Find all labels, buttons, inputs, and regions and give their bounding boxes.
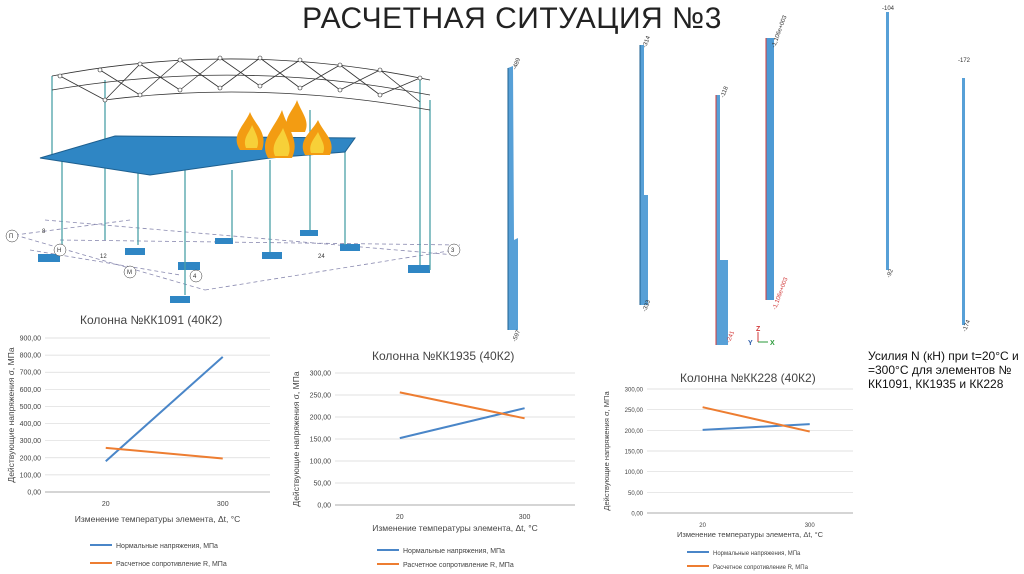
y-tick-label: 100,00 xyxy=(310,459,332,466)
grid-label: 8 xyxy=(42,229,46,235)
force-diagrams: -489 -597 -314 -333 -1,106e+003 -1,106e+… xyxy=(507,6,972,345)
y-tick-label: 200,00 xyxy=(20,455,42,462)
x-tick-label: 300 xyxy=(805,523,816,529)
y-axis-label: Действующие напряжения σ, МПа xyxy=(291,371,301,506)
y-tick-label: 250,00 xyxy=(625,408,644,414)
chart-kk1935: 0,00 50,00 100,00 150,00 200,00 250,00 300,00 2… xyxy=(291,371,575,569)
force-label: -174 xyxy=(962,319,972,333)
grid-label: 24 xyxy=(318,254,325,260)
legend-label: Нормальные напряжения, МПа xyxy=(713,551,801,557)
y-axis-label: Действующие напряжения σ, МПа xyxy=(602,391,611,511)
y-tick-label: 50,00 xyxy=(313,481,331,488)
y-tick-label: 100,00 xyxy=(625,470,644,476)
y-tick-label: 300,00 xyxy=(310,371,332,378)
y-tick-label: 0,00 xyxy=(317,503,331,510)
y-tick-label: 150,00 xyxy=(625,450,644,456)
x-axis-label: Изменение температуры элемента, Δt, °С xyxy=(372,523,538,533)
force-label: -597 xyxy=(512,329,522,343)
series-line xyxy=(702,423,810,431)
chart-kk228: 0,00 50,00 100,00 150,00 200,00 250,00 300,00 2… xyxy=(602,388,853,571)
series-line xyxy=(105,356,224,462)
series-line xyxy=(105,446,223,460)
note-line: Усилия N (кН) при t=20°С и xyxy=(868,349,1019,363)
y-tick-label: 150,00 xyxy=(310,437,332,444)
chart-kk1091: 0,00 100,00 200,00 300,00 400,00 500,00 600,00… xyxy=(6,336,270,568)
x-tick-label: 20 xyxy=(102,501,110,508)
forces-note: Усилия N (кН) при t=20°С и=300°С для эле… xyxy=(868,349,1019,391)
svg-text:Z: Z xyxy=(756,326,761,333)
y-axis-label: Действующие напряжения σ, МПа xyxy=(6,347,16,482)
legend-label: Нормальные напряжения, МПа xyxy=(116,543,218,550)
slide-title: РАСЧЕТНАЯ СИТУАЦИЯ №3 xyxy=(302,2,722,35)
y-tick-label: 700,00 xyxy=(20,370,42,377)
x-axis-label: Изменение температуры элемента, Δt, °С xyxy=(677,530,824,539)
force-label: -489 xyxy=(512,57,522,71)
y-tick-label: 800,00 xyxy=(20,353,42,360)
force-label: -1,106e+003 xyxy=(772,276,789,310)
y-tick-label: 200,00 xyxy=(625,429,644,435)
y-tick-label: 0,00 xyxy=(27,490,41,497)
roof-truss xyxy=(51,57,431,111)
x-tick-label: 20 xyxy=(396,514,404,521)
y-tick-label: 100,00 xyxy=(20,472,42,479)
chart-title: Колонна №КК228 (40К2) xyxy=(680,371,816,385)
legend-label: Расчетное сопротивление R, МПа xyxy=(713,565,809,571)
series-line xyxy=(702,406,810,433)
x-tick-label: 20 xyxy=(699,523,706,529)
force-label: -118 xyxy=(720,85,730,99)
force-label: -333 xyxy=(642,299,652,313)
x-tick-label: 300 xyxy=(519,514,531,521)
grid-label: Н xyxy=(57,248,61,254)
legend-label: Нормальные напряжения, МПа xyxy=(403,548,505,555)
grid-label: 4 xyxy=(193,274,197,280)
note-line: =300°С для элементов № xyxy=(868,363,1012,377)
svg-text:X: X xyxy=(770,340,775,345)
legend-label: Расчетное сопротивление R, МПа xyxy=(116,561,227,568)
grid-label: 12 xyxy=(100,254,107,260)
y-tick-label: 50,00 xyxy=(628,491,644,497)
y-tick-label: 400,00 xyxy=(20,421,42,428)
y-tick-label: 250,00 xyxy=(310,393,332,400)
chart-title: Колонна №КК1091 (40К2) xyxy=(80,313,223,327)
force-label: -104 xyxy=(882,6,895,12)
grid-label: 3 xyxy=(451,248,455,254)
y-tick-label: 900,00 xyxy=(20,336,42,343)
y-tick-label: 0,00 xyxy=(631,512,643,518)
note-line: КК1091, КК1935 и КК228 xyxy=(868,377,1004,391)
flame-icon xyxy=(236,100,332,158)
force-label: -314 xyxy=(642,35,652,49)
grid-label: М xyxy=(127,270,132,276)
footings xyxy=(38,230,430,303)
y-tick-label: 300,00 xyxy=(625,388,644,394)
legend-label: Расчетное сопротивление R, МПа xyxy=(403,562,514,569)
structure-model: П Н М 4 3 8 12 24 xyxy=(5,55,461,303)
y-tick-label: 600,00 xyxy=(20,387,42,394)
y-tick-label: 500,00 xyxy=(20,404,42,411)
series-line xyxy=(399,391,525,420)
x-axis-label: Изменение температуры элемента, Δt, °С xyxy=(75,514,241,524)
force-label: -241 xyxy=(726,330,736,344)
series-line xyxy=(399,407,525,440)
axes-gizmo: Z Y X xyxy=(748,326,775,345)
svg-text:Y: Y xyxy=(748,340,753,345)
grid-label: П xyxy=(9,234,13,240)
chart-title: Колонна №КК1935 (40К2) xyxy=(372,349,515,363)
y-tick-label: 300,00 xyxy=(20,438,42,445)
force-label: -92 xyxy=(886,268,895,279)
force-label: -1,106e+003 xyxy=(771,14,788,48)
x-tick-label: 300 xyxy=(217,501,229,508)
force-label: -172 xyxy=(958,58,971,64)
y-tick-label: 200,00 xyxy=(310,415,332,422)
